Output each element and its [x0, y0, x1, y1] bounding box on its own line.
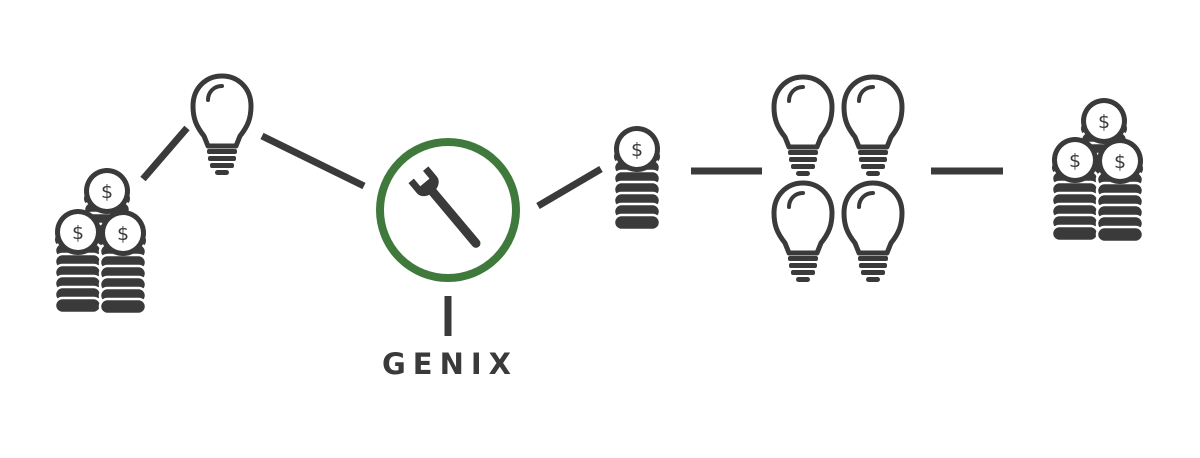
connector-line — [140, 125, 190, 182]
coin-stack-icon: $ — [1079, 98, 1129, 204]
coin-stack-icon: $ — [612, 126, 662, 232]
wrench-icon — [408, 166, 481, 248]
coin-pile-left: $ $ $ — [53, 168, 148, 316]
coin-symbol: $ — [1069, 150, 1081, 172]
coin-symbol: $ — [1098, 111, 1110, 133]
coin-stack-icon: $ — [98, 210, 148, 316]
connector-lines — [140, 125, 1003, 336]
light-bulb-icon — [774, 77, 832, 176]
light-bulb-icon — [844, 77, 902, 176]
light-bulb-icon — [774, 183, 832, 282]
coin-stack-icon: $ — [1095, 138, 1145, 244]
coin-stack-icon: $ — [53, 209, 103, 315]
light-bulb-icon — [193, 76, 251, 175]
coin-symbol: $ — [72, 222, 84, 244]
brand-label: GENIX — [382, 347, 518, 381]
coin-symbol: $ — [1114, 151, 1126, 173]
coin-stack-icon: $ — [82, 168, 132, 274]
light-bulb-icon — [844, 183, 902, 282]
genix-badge — [376, 138, 520, 282]
coin-symbol: $ — [101, 181, 113, 203]
connector-line — [536, 165, 603, 210]
coin-pile-right: $ $ $ — [1050, 98, 1145, 244]
connector-line — [260, 132, 366, 190]
light-bulb-group — [774, 77, 902, 282]
coin-stack-icon: $ — [1050, 137, 1100, 243]
coin-symbol: $ — [631, 139, 643, 161]
coin-symbol: $ — [117, 223, 129, 245]
